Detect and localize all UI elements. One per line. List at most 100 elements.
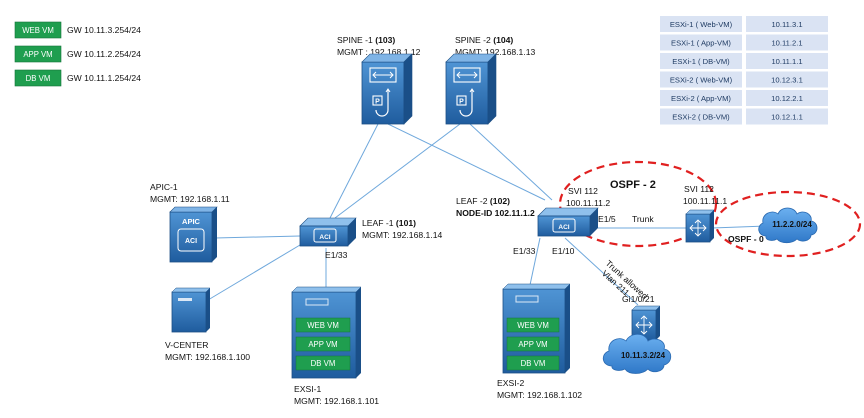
cloud-icon (758, 207, 818, 244)
esxi1-mgmt: MGMT: 192.168.1.101 (294, 396, 379, 406)
spine1-title: SPINE -1 (103) (337, 35, 395, 45)
link-apic-leaf1 (214, 235, 301, 239)
leaf1-aci-logo: ACI (319, 234, 330, 241)
ospf-area2-boundary (558, 160, 718, 248)
ip-table-host: ESXi-1 ( DB-VM) (672, 57, 730, 66)
spine1-node: SPINE -1 (103) MGMT : 192.168.1.12 P (337, 35, 421, 125)
router1-svi-ip: 100.11.11.1 (683, 196, 727, 206)
cloud2: 10.11.3.2/24 (602, 333, 672, 374)
spine-switch-icon: P (361, 53, 413, 125)
cloud1: 11.2.2.0/24 (758, 207, 818, 244)
ip-table-ip-cell (746, 71, 828, 88)
ip-table-ip-cell (746, 16, 828, 32)
apic-aci-logo: ACI (185, 238, 197, 245)
ip-table-row: ESXi-1 ( Web-VM) 10.11.3.1 (660, 16, 828, 32)
leaf2-port-e15: E1/5 (598, 214, 616, 224)
leaf1-node: ACI LEAF -1 (101) MGMT: 192.168.1.14 E1/… (299, 217, 442, 260)
apic-icon-label: APIC (182, 217, 201, 226)
ip-table-host-cell (660, 16, 742, 32)
legend-gw-app: GW 10.11.2.254/24 (67, 49, 141, 59)
ip-table-ip: 10.12.1.1 (771, 113, 803, 122)
ip-table-host: ESXi-2 ( DB-VM) (672, 113, 730, 122)
router2-node: Gi1/0/21 (622, 294, 661, 341)
router1-node: SVI 112 100.11.11.1 (683, 184, 727, 243)
server-icon (171, 287, 211, 333)
ip-table-host-cell (660, 90, 742, 106)
link-spine1-leaf1 (329, 123, 379, 219)
ip-table-ip-cell (746, 53, 828, 69)
ip-table-ip: 10.11.3.1 (771, 20, 802, 29)
ip-table-host-cell (660, 34, 742, 51)
leaf-switch-icon: ACI (299, 217, 357, 247)
ip-table-row: ESXi-1 ( DB-VM) 10.11.1.1 (660, 53, 828, 69)
legend-badge-db: DB VM (26, 74, 51, 83)
esxi1-vm-app: APP VM (308, 340, 337, 349)
ospf-area0-label: OSPF - 0 (728, 234, 764, 244)
router2-port: Gi1/0/21 (622, 294, 655, 304)
ip-table-ip: 10.12.2.1 (771, 94, 803, 103)
ip-table-host: ESXi-2 ( App-VM) (671, 94, 731, 103)
link-vcenter-leaf1 (207, 241, 306, 301)
ip-table-row: ESXi-2 ( DB-VM) 10.12.1.1 (660, 108, 828, 125)
vcenter-title: V-CENTER (165, 340, 208, 350)
esxi1-title: EXSI-1 (294, 384, 321, 394)
link-leaf2-esxi2 (529, 237, 541, 286)
ip-table-ip: 10.11.1.1 (771, 57, 802, 66)
legend-gw-web: GW 10.11.3.254/24 (67, 25, 141, 35)
leaf1-mgmt: MGMT: 192.168.1.14 (362, 230, 442, 240)
esxi2-vm-app: APP VM (518, 340, 547, 349)
apic-mgmt: MGMT: 192.168.1.11 (150, 194, 230, 204)
link-spine1-leaf2 (387, 123, 546, 201)
vm-legend: WEB VM GW 10.11.3.254/24 APP VM GW 10.11… (14, 21, 141, 87)
leaf2-title: LEAF -2 (102) (456, 196, 510, 206)
ip-table-row: ESXi-1 ( App-VM) 10.11.2.1 (660, 34, 828, 51)
link-spine2-leaf1 (334, 123, 461, 219)
link-router1-cloud1 (711, 225, 766, 229)
esxi-server-icon: WEB VM APP VM DB VM (502, 283, 571, 374)
cloud2-subnet: 10.11.3.2/24 (621, 351, 666, 360)
spine1-mgmt: MGMT : 192.168.1.12 (337, 47, 421, 57)
ip-table-row: ESXi-2 ( App-VM) 10.12.2.1 (660, 90, 828, 106)
esxi1-vm-db: DB VM (311, 359, 336, 368)
ip-table-ip: 10.11.2.1 (771, 39, 802, 48)
esxi1-node: WEB VM APP VM DB VM EXSI-1 MGMT: 192.168… (291, 286, 379, 406)
spine2-node: SPINE -2 (104) MGMT: 192.168.1.13 P (445, 35, 535, 125)
leaf2-port-e110: E1/10 (552, 246, 575, 256)
spine-switch-icon: P (445, 53, 497, 125)
ip-table-host: ESXi-2 ( Web-VM) (670, 76, 733, 85)
esxi2-vm-web: WEB VM (517, 321, 549, 330)
esxi2-vm-db: DB VM (521, 359, 546, 368)
cloud-icon (602, 333, 672, 374)
ip-table-host-cell (660, 71, 742, 88)
leaf2-aci-logo: ACI (558, 224, 569, 231)
leaf1-title: LEAF -1 (101) (362, 218, 416, 228)
svg-text:P: P (459, 99, 464, 106)
apic-title: APIC-1 (150, 182, 178, 192)
ip-table-ip: 10.12.3.1 (771, 76, 803, 85)
esxi2-mgmt: MGMT: 192.168.1.102 (497, 390, 582, 400)
cloud1-subnet: 11.2.2.0/24 (772, 220, 812, 229)
leaf1-port: E1/33 (325, 250, 348, 260)
svg-text:P: P (375, 99, 380, 106)
leaf2-node-id: NODE-ID 102.11.1.2 (456, 208, 535, 218)
leaf2-svi: SVI 112 (568, 186, 598, 196)
ip-table-host: ESXi-1 ( App-VM) (671, 39, 731, 48)
ip-table-ip-cell (746, 34, 828, 51)
ip-table-host-cell (660, 108, 742, 125)
leaf2-svi-ip: 100.11.11.2 (566, 198, 610, 208)
vcenter-mgmt: MGMT: 192.168.1.100 (165, 352, 250, 362)
l3-switch-icon (631, 305, 661, 341)
link-leaf2-router2 (564, 237, 639, 306)
spine2-title: SPINE -2 (104) (455, 35, 513, 45)
ip-table-ip-cell (746, 108, 828, 125)
apic-server-icon: APIC ACI (169, 206, 218, 263)
legend-badge-web: WEB VM (22, 26, 54, 35)
links (207, 123, 766, 306)
vcenter-node: V-CENTER MGMT: 192.168.1.100 (165, 287, 250, 362)
leaf2-node: LEAF -2 (102) NODE-ID 102.11.1.2 SVI 112… (456, 186, 616, 256)
ospf-area0-boundary (714, 190, 862, 258)
esxi1-vm-web: WEB VM (307, 321, 339, 330)
ip-table-host: ESXi-1 ( Web-VM) (670, 20, 733, 29)
